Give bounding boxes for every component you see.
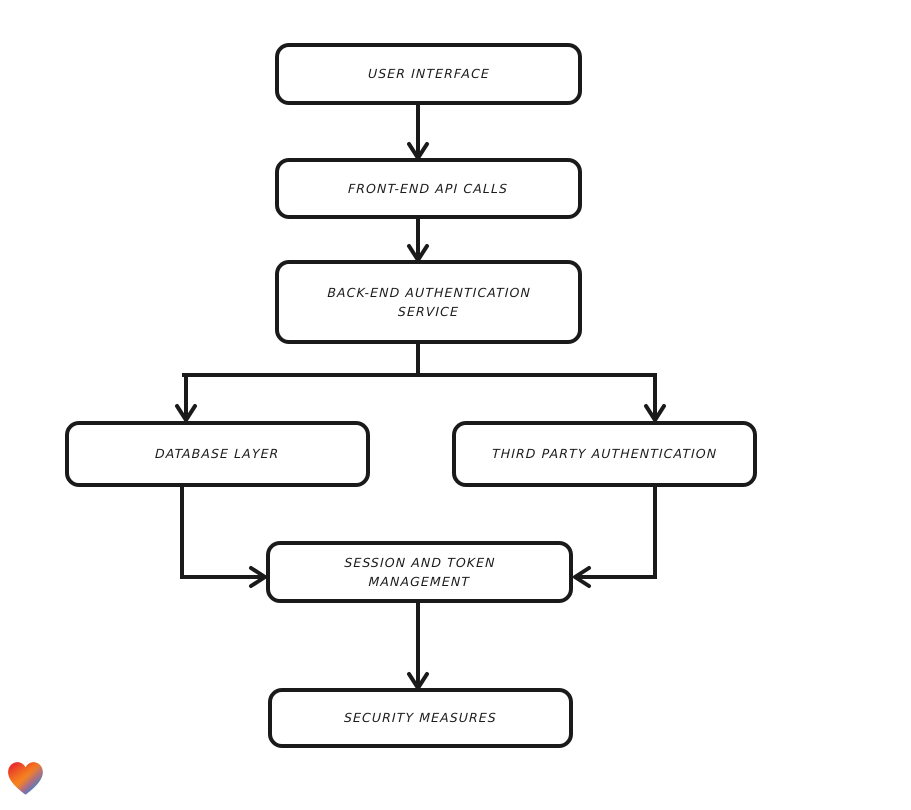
node-label: USER INTERFACE — [367, 66, 490, 82]
arrowhead-third-to-session — [573, 566, 591, 588]
node-label: DATABASE LAYER — [155, 446, 280, 462]
node-session-token-mgmt[interactable]: SESSION AND TOKEN MANAGEMENT — [266, 541, 573, 603]
node-database-layer[interactable]: DATABASE LAYER — [65, 421, 370, 487]
heart-icon — [8, 762, 43, 795]
node-label: BACK-END AUTHENTICATION SERVICE — [326, 284, 531, 319]
node-third-party-auth[interactable]: THIRD PARTY AUTHENTICATION — [452, 421, 757, 487]
arrowhead-session-to-security — [407, 672, 429, 690]
node-frontend-api-calls[interactable]: FRONT-END API CALLS — [275, 158, 582, 219]
arrowhead-backend-to-db — [175, 404, 197, 422]
arrowhead-db-to-session — [249, 566, 267, 588]
arrowhead-ui-to-api — [407, 142, 429, 160]
node-label: THIRD PARTY AUTHENTICATION — [491, 446, 718, 462]
node-user-interface[interactable]: USER INTERFACE — [275, 43, 582, 105]
node-label: SESSION AND TOKEN MANAGEMENT — [343, 554, 496, 589]
node-label: SECURITY MEASURES — [343, 710, 498, 726]
arrowhead-api-to-backend — [407, 244, 429, 262]
node-label: FRONT-END API CALLS — [348, 180, 509, 196]
arrowhead-backend-to-third — [644, 404, 666, 422]
node-backend-auth-service[interactable]: BACK-END AUTHENTICATION SERVICE — [275, 260, 582, 344]
node-security-measures[interactable]: SECURITY MEASURES — [268, 688, 573, 748]
